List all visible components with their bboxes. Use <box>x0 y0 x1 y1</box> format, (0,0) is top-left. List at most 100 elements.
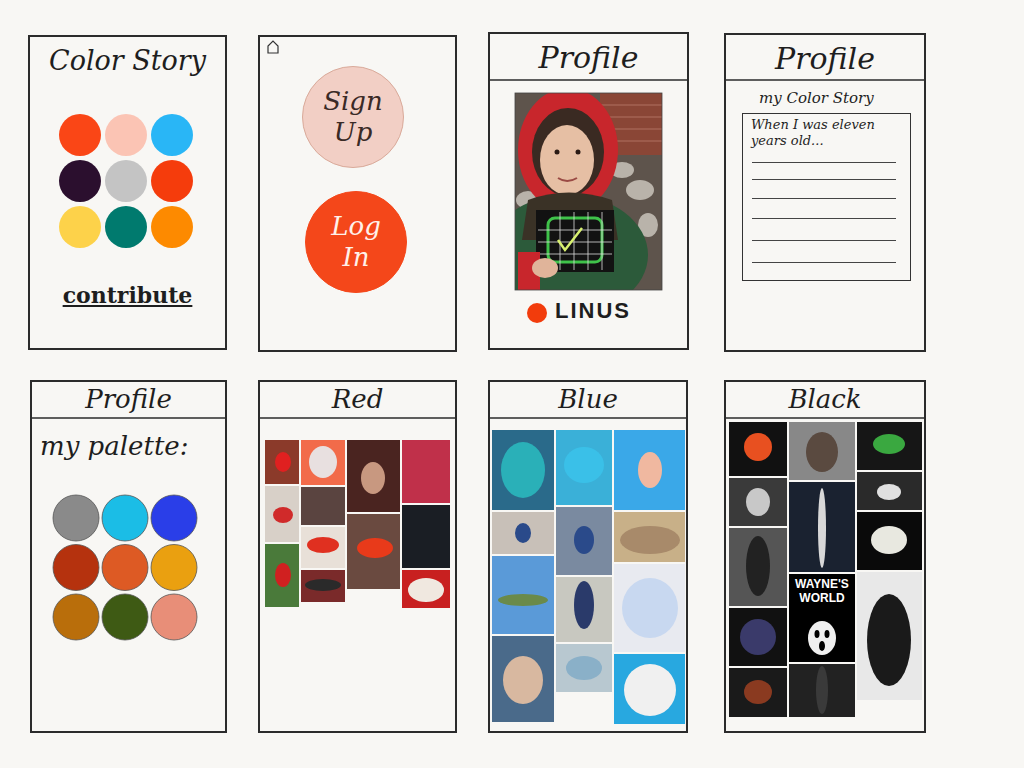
photo-tile <box>265 486 299 542</box>
photo-detail <box>574 581 594 629</box>
photo-tile <box>301 570 345 602</box>
photo-tile <box>402 440 450 503</box>
photo-detail <box>273 507 293 523</box>
photo-detail <box>744 680 772 704</box>
photo-tile <box>729 478 787 526</box>
phone-screen: Blue <box>488 380 688 733</box>
photo-collage <box>265 440 450 608</box>
photo-detail <box>744 433 772 461</box>
mouth <box>558 178 577 181</box>
photo-tile <box>347 514 400 589</box>
photo-detail <box>305 579 341 591</box>
photo-tile <box>301 440 345 485</box>
photo-detail <box>622 578 678 638</box>
header-rule <box>260 417 455 419</box>
grid-line <box>574 212 575 270</box>
photo-tile <box>857 472 922 510</box>
color-dot <box>59 160 101 202</box>
button-label: Sign Up <box>317 86 389 148</box>
photo-detail <box>408 578 444 602</box>
photo-detail <box>818 488 826 568</box>
photo-tile <box>556 430 612 505</box>
check-mark <box>558 228 582 250</box>
grid-line <box>538 242 612 243</box>
button-label: Log In <box>320 211 392 273</box>
eye <box>576 150 581 155</box>
photo-tile <box>556 644 612 692</box>
button-circle: Log In <box>305 191 407 293</box>
header-rule <box>726 79 924 81</box>
photo-tile <box>402 505 450 568</box>
photo-tile <box>492 430 554 510</box>
story-text: When I was eleven years old... <box>751 117 902 148</box>
palette-dot <box>102 594 148 640</box>
palette-dot <box>151 545 197 591</box>
text-squiggle <box>752 198 896 199</box>
grid-line <box>588 212 589 270</box>
grid-line <box>538 254 612 255</box>
text-squiggle <box>752 262 896 263</box>
photo-tile <box>265 440 299 484</box>
header-rule <box>490 79 687 81</box>
user-name: LINUS <box>555 298 687 324</box>
photo-collage <box>729 422 922 717</box>
color-dot <box>151 206 193 248</box>
palette-dot <box>102 495 148 541</box>
mask-mouth <box>819 641 825 651</box>
palette-dot <box>53 594 99 640</box>
photo-detail <box>873 434 905 454</box>
photo-tile <box>556 507 612 575</box>
phone-screen: ProfileLINUS <box>488 32 689 350</box>
photo-tile <box>614 654 685 724</box>
photo-detail <box>871 526 907 554</box>
phone-screen: Color Storycontribute <box>28 35 227 350</box>
color-dot <box>151 114 193 156</box>
photo-tile <box>402 570 450 608</box>
photo-tile <box>857 572 922 700</box>
palette-dot <box>102 545 148 591</box>
color-dot <box>151 160 193 202</box>
screen-title: Blue <box>490 384 686 415</box>
mask-eye <box>815 630 820 638</box>
text-squiggle <box>752 218 896 219</box>
photo-tile <box>857 422 922 470</box>
photo-collage <box>492 430 685 724</box>
photo-detail <box>498 594 548 606</box>
photo-tile <box>492 512 554 554</box>
photo-detail <box>816 666 828 714</box>
photo-detail <box>309 446 337 478</box>
photo-detail <box>740 619 776 655</box>
phone-screen: Profilemy Color StoryWhen I was eleven y… <box>724 33 926 352</box>
color-dot <box>105 160 147 202</box>
photo-tile <box>614 512 685 562</box>
screen-title: Red <box>260 384 455 415</box>
photo-tile <box>789 482 855 572</box>
photo-tile <box>492 636 554 722</box>
color-dot <box>105 114 147 156</box>
color-dot <box>59 206 101 248</box>
photo-tile <box>729 422 787 476</box>
mask-eye <box>825 630 830 638</box>
link-text: contribute <box>30 282 225 308</box>
button-circle: Sign Up <box>302 66 404 168</box>
photo-tile <box>556 577 612 642</box>
text-squiggle <box>752 240 896 241</box>
brick-line <box>600 105 662 106</box>
photo-detail <box>638 452 662 488</box>
screen-title: Profile <box>490 40 687 76</box>
palette-dot <box>151 594 197 640</box>
profile-photo <box>515 93 662 290</box>
photo-tile <box>492 556 554 634</box>
screen-title: Profile <box>32 384 225 415</box>
phone-screen: Black <box>724 380 926 733</box>
face <box>540 125 594 195</box>
photo-tile <box>347 440 400 512</box>
photo-detail <box>806 432 838 472</box>
photo-detail <box>503 656 543 704</box>
hand <box>532 258 558 278</box>
text-squiggle <box>752 162 896 163</box>
photo-tile <box>729 668 787 717</box>
photo-detail <box>867 594 911 686</box>
palette-dot <box>53 545 99 591</box>
phone-screen: Profilemy palette: <box>30 380 227 733</box>
